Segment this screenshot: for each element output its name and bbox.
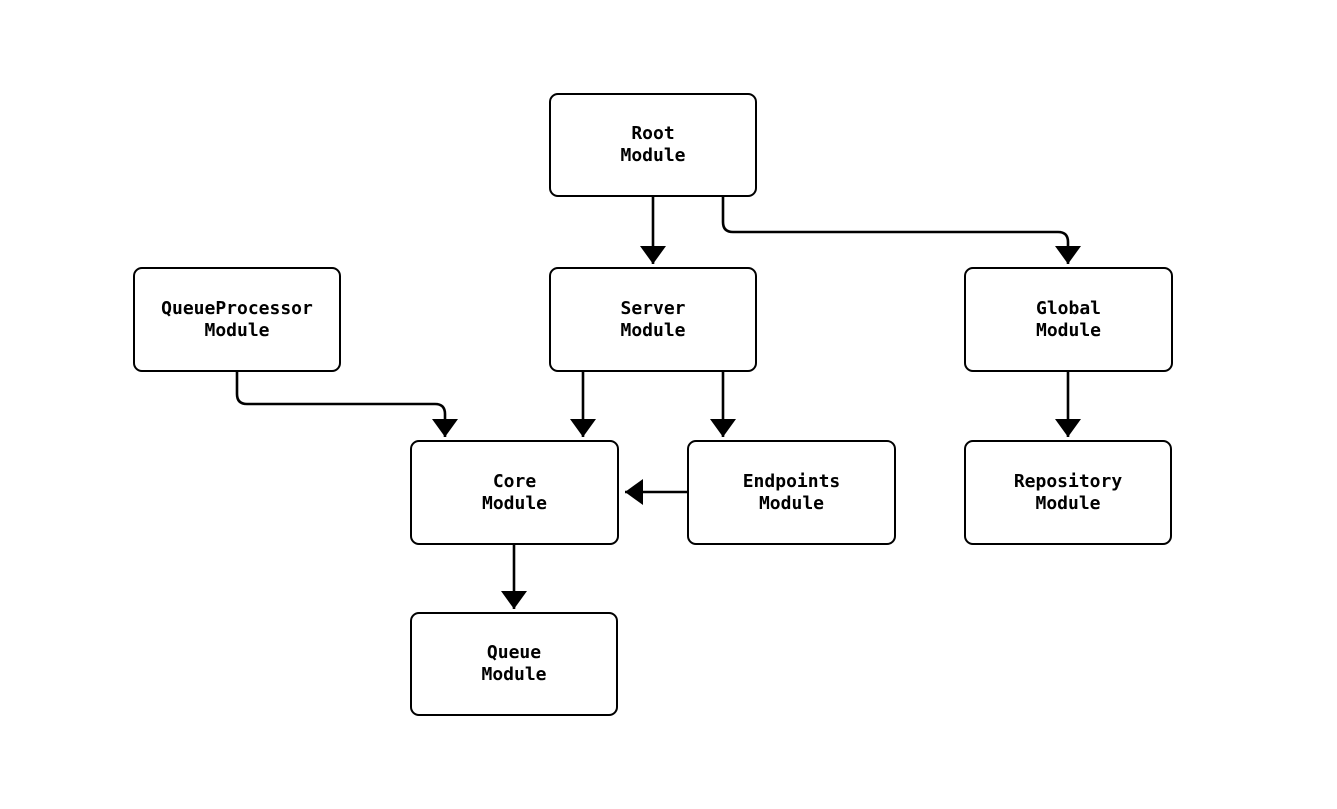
node-queueprocessor-module: QueueProcessor Module: [133, 267, 341, 372]
node-repository-module-label: Repository Module: [1013, 470, 1123, 514]
node-server-module-label: Server Module: [620, 297, 686, 341]
node-root-module: Root Module: [549, 93, 757, 197]
node-root-module-label: Root Module: [620, 123, 686, 166]
edge-root-to-global: [721, 197, 1081, 264]
node-global-module: Global Module: [964, 267, 1173, 372]
node-repository-module: Repository Module: [964, 440, 1172, 545]
node-core-module: Core Module: [410, 440, 619, 545]
node-core-module-label: Core Module: [481, 470, 548, 514]
node-queue-module-label: Queue Module: [481, 642, 547, 685]
node-queue-module: Queue Module: [410, 612, 618, 716]
node-server-module: Server Module: [549, 267, 757, 372]
node-endpoints-module-label: Endpoints Module: [742, 470, 841, 514]
edge-queueprocessor-to-core: [235, 372, 458, 437]
node-endpoints-module: Endpoints Module: [687, 440, 896, 545]
node-queueprocessor-module-label: QueueProcessor Module: [161, 297, 313, 341]
node-global-module-label: Global Module: [1035, 297, 1102, 341]
